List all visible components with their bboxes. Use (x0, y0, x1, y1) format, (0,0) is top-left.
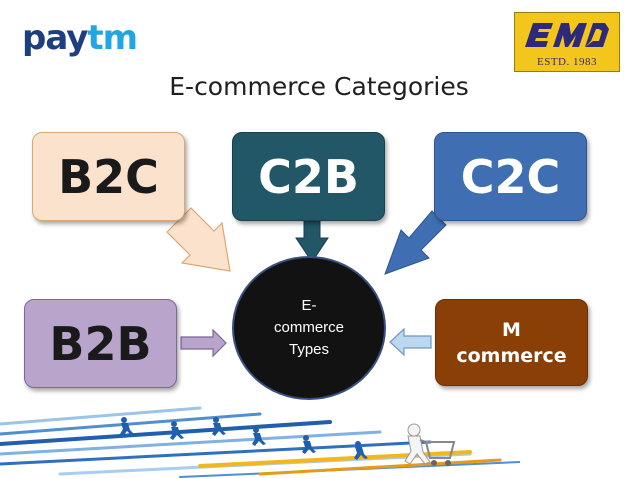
node-c2b: C2B (232, 132, 385, 221)
arrow-mcommerce-to-center (389, 327, 432, 357)
runner-figure (120, 417, 134, 436)
paytm-logo-tm: tm (87, 18, 138, 58)
node-c2c: C2C (434, 132, 587, 221)
arrow-c2c-to-center (384, 210, 447, 275)
emd-logo-estd: ESTD. 1983 (537, 56, 597, 68)
runner-figure (170, 421, 184, 440)
paytm-logo-pay: pay (22, 18, 88, 58)
node-b2b: B2B (24, 299, 177, 388)
center-line-2: commerce (273, 319, 344, 336)
running-figures-illustration (0, 406, 520, 478)
node-mcommerce-line-2: commerce (456, 344, 567, 367)
cart-figure (404, 423, 456, 466)
node-mcommerce-line-1: M (502, 318, 521, 341)
center-node-ecommerce-types: E- commerce Types (232, 256, 386, 400)
node-b2c: B2C (32, 132, 185, 221)
arrow-b2b-to-center (180, 328, 227, 358)
node-mcommerce: M commerce (435, 299, 588, 386)
runner-figure (302, 435, 316, 454)
runner-figure (354, 441, 368, 460)
arrow-b2c-to-center (166, 207, 231, 272)
center-line-1: E- (301, 297, 317, 314)
paytm-logo: paytm (22, 18, 138, 58)
emd-logo-mark (525, 23, 609, 47)
runner-figure (252, 427, 266, 446)
center-line-3: Types (288, 341, 330, 358)
emd-logo: ESTD. 1983 (514, 12, 620, 72)
runner-figure (212, 417, 226, 436)
slide-title: E-commerce Categories (169, 72, 469, 101)
arrow-c2b-to-center (295, 220, 329, 263)
